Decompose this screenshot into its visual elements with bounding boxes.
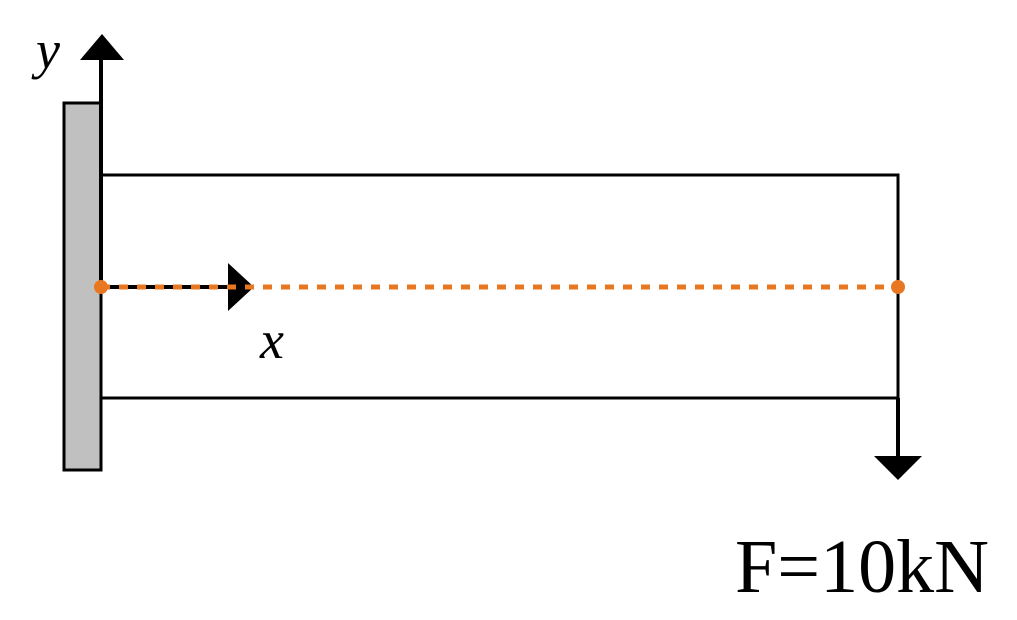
x-axis-arrowhead (228, 263, 254, 311)
y-axis-arrowhead (80, 34, 124, 60)
y-axis-label: y (31, 20, 60, 80)
centerline-start-dot (94, 280, 108, 294)
centerline-end-dot (891, 280, 905, 294)
force-label: F=10kN (735, 525, 989, 609)
x-axis-label: x (259, 310, 284, 370)
force-arrowhead (874, 456, 922, 480)
